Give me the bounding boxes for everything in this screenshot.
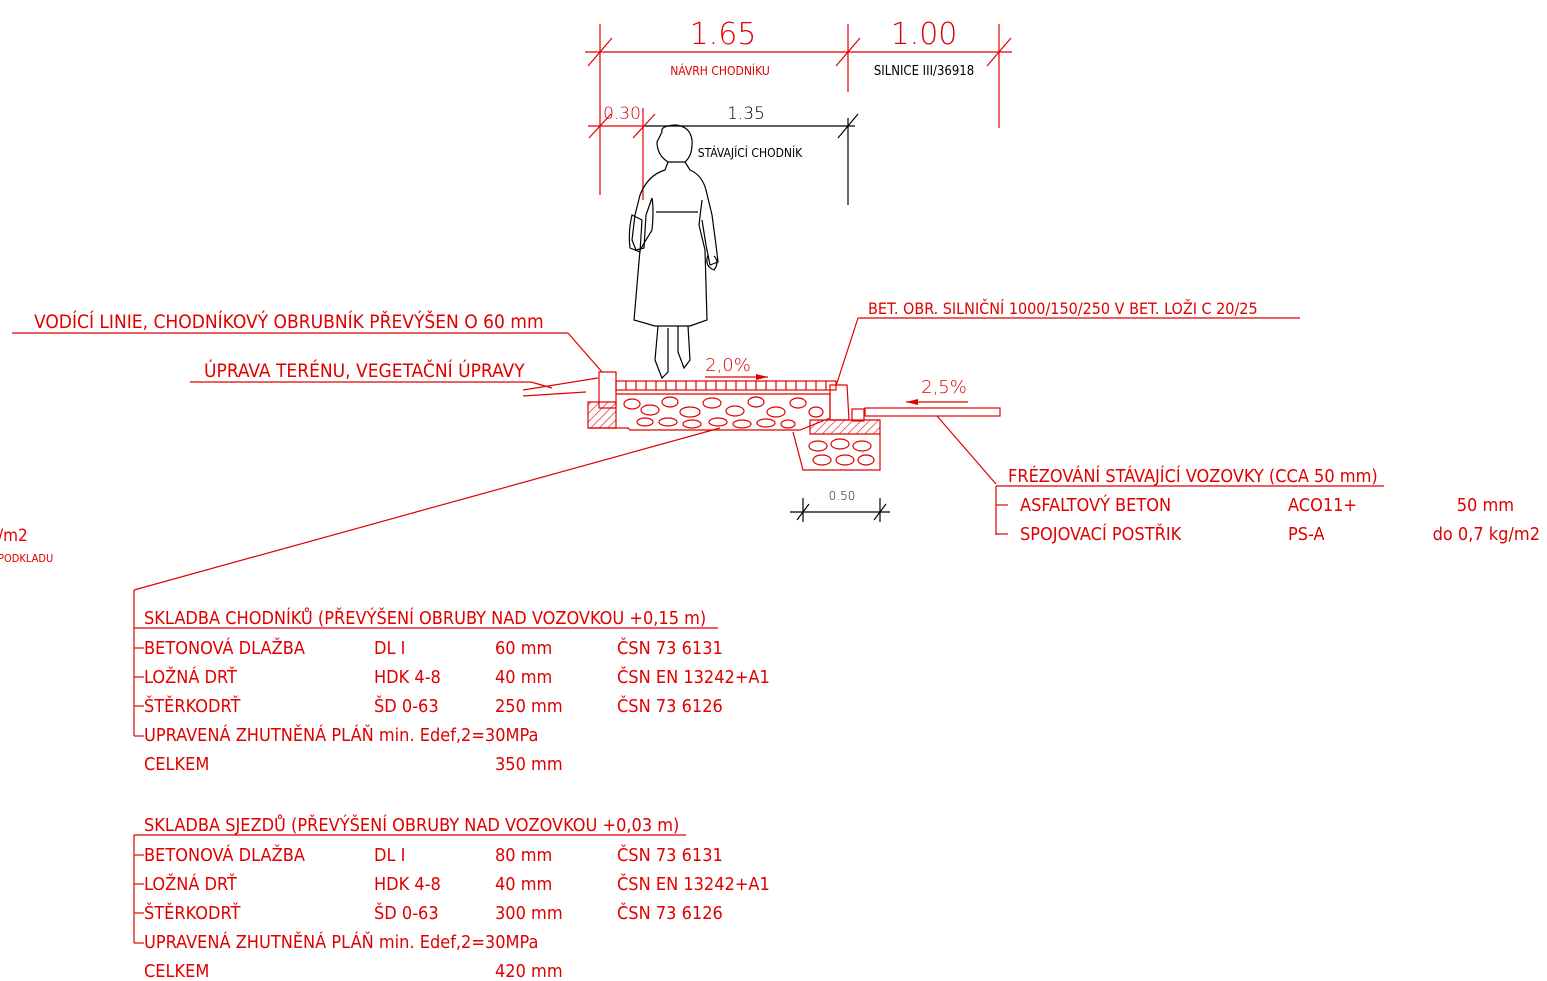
driveway-subgrade: UPRAVENÁ ZHUTNĚNÁ PLÁŇ min. Edef,2=30MPa [144, 931, 538, 953]
sidewalk-row-norm: ČSN 73 6126 [617, 695, 723, 717]
driveway-total-value: 420 mm [495, 961, 563, 981]
driveway-row-thick: 40 mm [495, 874, 552, 895]
sidewalk-row-norm: ČSN 73 6131 [617, 637, 723, 659]
left-note-1: /m2 [0, 526, 28, 546]
sidewalk-row-norm: ČSN EN 13242+A1 [617, 666, 770, 688]
dim-silnice-width: 1.00 [891, 17, 958, 52]
milling-row-value: 50 mm [1457, 495, 1514, 516]
driveway-row-name: ŠTĚRKODRŤ [144, 902, 240, 924]
driveway-row-name: LOŽNÁ DRŤ [144, 873, 237, 895]
sidewalk-row-code: DL I [374, 638, 405, 659]
sidewalk-row-name: LOŽNÁ DRŤ [144, 666, 237, 688]
driveway-comp-title: SKLADBA SJEZDŮ (PŘEVÝŠENÍ OBRUBY NAD VOZ… [144, 814, 679, 836]
dim-stavajici-width: 1.35 [727, 104, 765, 124]
milling-title: FRÉZOVÁNÍ STÁVAJÍCÍ VOZOVKY (CCA 50 mm) [1008, 465, 1378, 487]
callout-guide-line: VODÍCÍ LINIE, CHODNÍKOVÝ OBRUBNÍK PŘEVÝŠ… [34, 309, 544, 333]
dim-curb-width: 0.50 [829, 489, 856, 503]
cross-section: 0.50 [522, 371, 1001, 522]
milling-row-value: do 0,7 kg/m2 [1433, 524, 1540, 545]
stavajici-label: STÁVAJÍCÍ CHODNÍK [698, 145, 803, 160]
driveway-total-label: CELKEM [144, 961, 209, 981]
sidewalk-row-thick: 40 mm [495, 667, 552, 688]
dim-offset-width: 0.30 [603, 104, 641, 124]
driveway-row-code: DL I [374, 845, 405, 866]
slope-sidewalk: 2,0% [705, 355, 751, 376]
left-curb-bed [587, 401, 617, 429]
dim-navrh-width: 1.65 [690, 17, 757, 52]
sidewalk-total-value: 350 mm [495, 754, 563, 775]
terrain-line [522, 377, 599, 391]
callout-curb: BET. OBR. SILNIČNÍ 1000/150/250 V BET. L… [868, 299, 1258, 318]
sidewalk-row-code: HDK 4-8 [374, 667, 441, 688]
leader-milling [936, 415, 997, 485]
sidewalk-row-thick: 60 mm [495, 638, 552, 659]
sidewalk-row-name: ŠTĚRKODRŤ [144, 695, 240, 717]
sidewalk-comp-title: SKLADBA CHODNÍKŮ (PŘEVÝŠENÍ OBRUBY NAD V… [144, 607, 706, 629]
gravel-stones [623, 396, 824, 429]
road-surface [864, 407, 1001, 417]
left-note-2: PODKLADU [0, 552, 53, 565]
sidewalk-row-name: BETONOVÁ DLAŽBA [144, 637, 305, 659]
driveway-row-norm: ČSN EN 13242+A1 [617, 873, 770, 895]
top-dimensions: 1.65 1.00 NÁVRH CHODNÍKU SILNICE III/369… [585, 17, 1012, 205]
leader-sidewalk-comp [133, 427, 721, 591]
driveway-composition-table: SKLADBA SJEZDŮ (PŘEVÝŠENÍ OBRUBY NAD VOZ… [133, 814, 770, 981]
navrh-label: NÁVRH CHODNÍKU [670, 63, 770, 78]
slope-road: 2,5% [921, 377, 967, 398]
driveway-row-thick: 80 mm [495, 845, 552, 866]
right-curb-bed [809, 419, 881, 435]
silnice-label: SILNICE III/36918 [874, 64, 974, 79]
pedestrian-figure [628, 124, 719, 380]
callout-terrain: ÚPRAVA TERÉNU, VEGETAČNÍ ÚPRAVY [204, 358, 525, 382]
driveway-row-code: ŠD 0-63 [374, 902, 439, 924]
slopes: 2,0% 2,5% [705, 355, 968, 405]
milling-row-name: ASFALTOVÝ BETON [1020, 494, 1171, 516]
driveway-row-thick: 300 mm [495, 903, 563, 924]
driveway-row-name: BETONOVÁ DLAŽBA [144, 844, 305, 866]
milling-row-code: ACO11+ [1288, 495, 1357, 516]
driveway-row-norm: ČSN 73 6126 [617, 902, 723, 924]
sidewalk-row-code: ŠD 0-63 [374, 695, 439, 717]
sidewalk-composition-table: SKLADBA CHODNÍKŮ (PŘEVÝŠENÍ OBRUBY NAD V… [133, 590, 770, 775]
left-cutoff-notes: /m2 PODKLADU [0, 526, 53, 565]
sidewalk-subgrade: UPRAVENÁ ZHUTNĚNÁ PLÁŇ min. Edef,2=30MPa [144, 724, 538, 746]
driveway-row-code: HDK 4-8 [374, 874, 441, 895]
callouts: VODÍCÍ LINIE, CHODNÍKOVÝ OBRUBNÍK PŘEVÝŠ… [12, 299, 1300, 591]
driveway-row-norm: ČSN 73 6131 [617, 844, 723, 866]
milling-table: FRÉZOVÁNÍ STÁVAJÍCÍ VOZOVKY (CCA 50 mm) … [995, 465, 1540, 545]
milling-row-name: SPOJOVACÍ POSTŘIK [1020, 523, 1182, 545]
milling-row-code: PS-A [1288, 524, 1325, 545]
sidewalk-total-label: CELKEM [144, 754, 209, 775]
sidewalk-row-thick: 250 mm [495, 696, 563, 717]
